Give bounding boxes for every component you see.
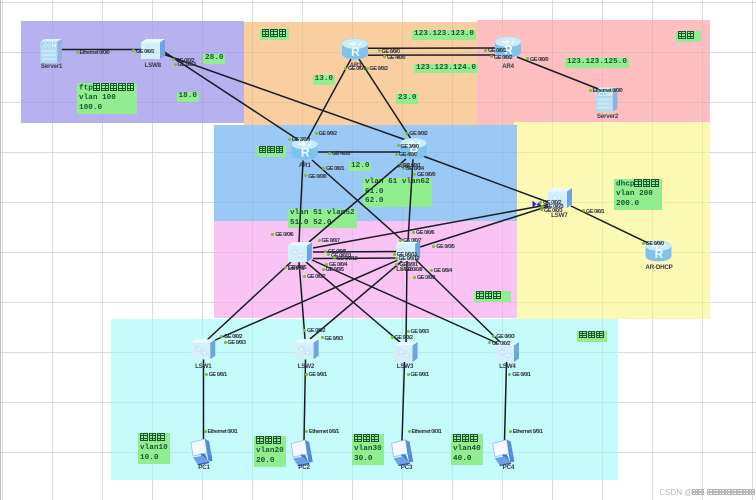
svg-text:R: R (504, 43, 513, 57)
svg-text:R: R (301, 146, 310, 160)
svg-text:R: R (351, 45, 360, 59)
svg-text:R: R (655, 247, 664, 261)
svg-text:.COM: .COM (597, 92, 612, 98)
svg-text:.COM: .COM (42, 44, 57, 50)
